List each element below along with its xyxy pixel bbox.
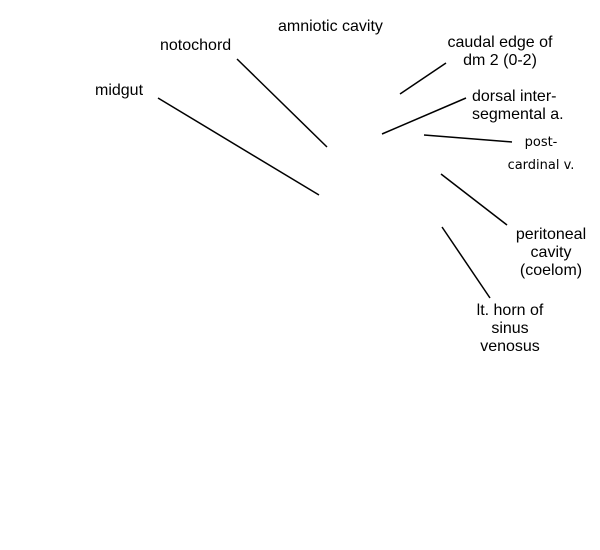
leader-peritoneal — [440, 173, 508, 226]
label-dorsal-intersegmental-artery: dorsal inter- segmental a. — [472, 88, 564, 123]
label-amniotic-cavity: amniotic cavity — [278, 18, 383, 35]
leader-caudal-edge — [399, 62, 447, 95]
leader-postcardinal — [423, 134, 513, 143]
label-peritoneal-cavity: peritoneal cavity (coelom) — [515, 226, 587, 279]
label-sinus-venosus-horn: lt. horn of sinus venosus — [476, 302, 544, 355]
label-postcardinal-vein: post- cardinal v. — [507, 135, 575, 173]
label-midgut: midgut — [95, 82, 144, 99]
leader-notochord — [236, 58, 328, 148]
label-caudal-edge: caudal edge of dm 2 (0-2) — [447, 34, 553, 69]
leader-dorsal-intersegmental — [381, 97, 467, 135]
leader-sinus-horn — [441, 226, 491, 299]
leader-midgut — [157, 97, 320, 196]
label-notochord: notochord — [160, 37, 232, 54]
